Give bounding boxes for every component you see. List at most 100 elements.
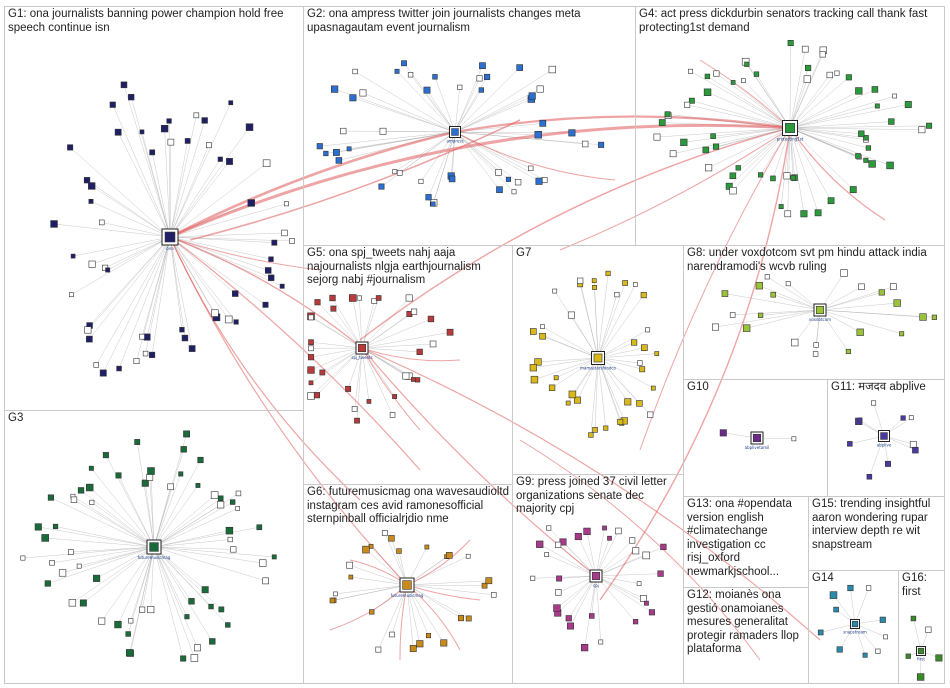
user-node-g5[interactable] xyxy=(329,294,336,302)
user-node-g6[interactable] xyxy=(465,553,471,559)
user-node-g3[interactable] xyxy=(88,465,94,471)
user-node-g9[interactable] xyxy=(553,604,561,612)
user-node-g2[interactable] xyxy=(333,149,340,156)
user-node-g5[interactable] xyxy=(375,295,382,301)
user-node-g1[interactable] xyxy=(88,260,96,268)
user-node-g4[interactable] xyxy=(845,74,852,81)
user-node-g5[interactable] xyxy=(308,339,314,346)
user-node-g3[interactable] xyxy=(188,598,195,605)
user-node-g7[interactable] xyxy=(552,288,558,294)
user-node-g9[interactable] xyxy=(555,589,562,596)
user-node-g3[interactable] xyxy=(256,524,263,531)
user-node-g7[interactable] xyxy=(565,400,571,406)
user-node-g8[interactable] xyxy=(893,299,901,307)
user-node-g7[interactable] xyxy=(567,311,575,319)
user-node-g7[interactable] xyxy=(617,418,624,425)
user-node-g5[interactable] xyxy=(446,328,454,336)
user-node-g9[interactable] xyxy=(640,595,647,602)
user-node-g11[interactable] xyxy=(847,441,853,447)
user-node-g2[interactable] xyxy=(331,85,339,93)
user-node-g1[interactable] xyxy=(201,117,208,124)
user-node-g2[interactable] xyxy=(539,119,547,127)
user-node-g3[interactable] xyxy=(259,559,267,567)
user-node-g8[interactable] xyxy=(790,338,799,347)
user-node-g9[interactable] xyxy=(554,541,562,548)
user-node-g2[interactable] xyxy=(516,64,523,71)
user-node-g6[interactable] xyxy=(333,591,338,597)
user-node-g3[interactable] xyxy=(235,506,240,511)
user-node-g7[interactable] xyxy=(592,285,597,290)
user-node-g1[interactable] xyxy=(160,124,169,133)
user-node-g11[interactable] xyxy=(900,415,906,421)
user-node-g5[interactable] xyxy=(411,308,418,315)
user-node-g4[interactable] xyxy=(729,187,737,195)
user-node-g4[interactable] xyxy=(904,101,912,109)
user-node-g1[interactable] xyxy=(279,283,285,289)
user-node-g9[interactable] xyxy=(536,540,544,548)
user-node-g7[interactable] xyxy=(636,400,643,407)
user-node-g1[interactable] xyxy=(281,229,288,237)
user-node-g4[interactable] xyxy=(664,111,671,118)
user-node-g2[interactable] xyxy=(407,72,414,78)
user-node-g7[interactable] xyxy=(622,280,628,286)
user-node-g6[interactable] xyxy=(416,640,424,648)
user-node-g3[interactable] xyxy=(184,614,190,620)
user-node-g11[interactable] xyxy=(871,400,877,406)
user-node-g9[interactable] xyxy=(530,575,536,581)
user-node-g6[interactable] xyxy=(375,646,382,653)
user-node-g3[interactable] xyxy=(128,618,134,624)
user-node-g16[interactable] xyxy=(935,654,943,662)
user-node-g8[interactable] xyxy=(729,312,736,318)
user-node-g1[interactable] xyxy=(167,138,175,146)
user-node-g2[interactable] xyxy=(359,89,367,97)
user-node-g4[interactable] xyxy=(783,172,791,180)
user-node-g6[interactable] xyxy=(348,574,354,580)
user-node-g1[interactable] xyxy=(114,128,122,136)
user-node-g8[interactable] xyxy=(764,274,770,280)
user-node-g1[interactable] xyxy=(245,123,254,131)
user-node-g5[interactable] xyxy=(308,380,314,386)
user-node-g3[interactable] xyxy=(34,523,42,531)
user-node-g4[interactable] xyxy=(886,161,894,170)
user-node-g3[interactable] xyxy=(115,472,122,479)
user-node-g3[interactable] xyxy=(194,644,201,652)
user-node-g5[interactable] xyxy=(429,340,437,348)
user-node-g3[interactable] xyxy=(141,479,149,487)
user-node-g4[interactable] xyxy=(918,126,926,134)
user-node-g11[interactable] xyxy=(857,417,863,423)
user-node-g6[interactable] xyxy=(362,545,370,554)
user-node-g11[interactable] xyxy=(912,446,919,454)
user-node-g7[interactable] xyxy=(540,324,545,329)
user-node-g5[interactable] xyxy=(349,294,357,302)
user-node-g4[interactable] xyxy=(834,70,840,76)
user-node-g14[interactable] xyxy=(833,606,839,613)
user-node-g4[interactable] xyxy=(827,197,835,205)
user-node-g8[interactable] xyxy=(858,283,865,290)
user-node-g5[interactable] xyxy=(308,345,314,352)
user-node-g3[interactable] xyxy=(89,499,95,505)
user-node-g4[interactable] xyxy=(688,97,695,104)
user-node-g3[interactable] xyxy=(230,546,237,553)
user-node-g8[interactable] xyxy=(878,289,885,296)
user-node-g4[interactable] xyxy=(770,175,776,182)
user-node-g2[interactable] xyxy=(535,177,543,185)
user-node-g3[interactable] xyxy=(41,534,49,542)
user-node-g1[interactable] xyxy=(283,201,289,207)
user-node-g3[interactable] xyxy=(147,467,155,475)
user-node-g4[interactable] xyxy=(849,186,857,194)
user-node-g1[interactable] xyxy=(109,101,116,108)
user-node-g7[interactable] xyxy=(534,358,542,366)
user-node-g4[interactable] xyxy=(814,209,822,217)
user-node-g4[interactable] xyxy=(684,101,691,108)
user-node-g16[interactable] xyxy=(916,673,925,681)
user-node-g5[interactable] xyxy=(354,417,360,424)
user-node-g2[interactable] xyxy=(528,92,536,100)
user-node-g3[interactable] xyxy=(235,490,242,497)
user-node-g3[interactable] xyxy=(70,496,78,503)
user-node-g3[interactable] xyxy=(68,599,77,607)
user-node-g1[interactable] xyxy=(139,129,145,135)
user-node-g6[interactable] xyxy=(409,645,417,652)
user-node-g2[interactable] xyxy=(418,178,424,184)
user-node-g8[interactable] xyxy=(813,342,819,348)
user-node-g5[interactable] xyxy=(366,399,372,404)
